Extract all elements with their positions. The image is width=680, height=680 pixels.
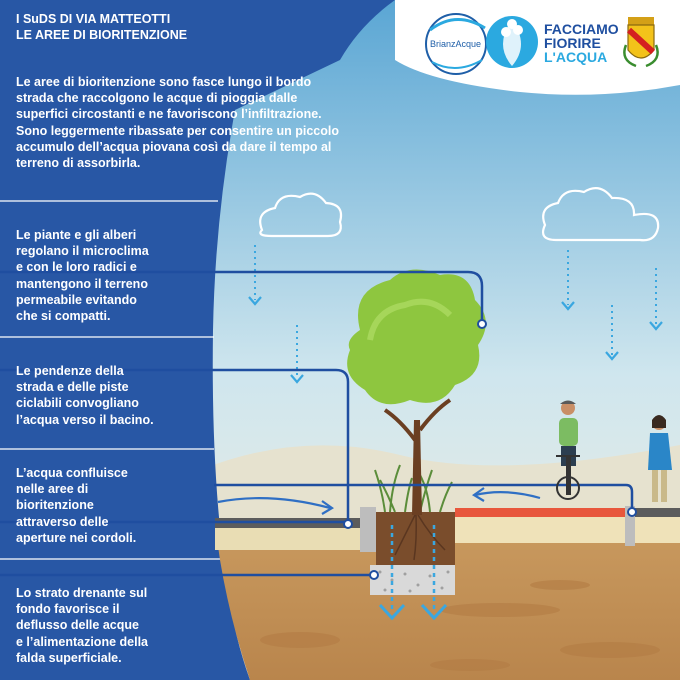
intro-paragraph: Le aree di bioritenzione sono fasce lung…	[16, 75, 339, 171]
bike-lane	[455, 508, 625, 517]
infiltration-arrows	[390, 525, 436, 610]
curb-left	[360, 507, 376, 552]
rain-arrowheads	[248, 296, 663, 384]
tree-roots	[394, 514, 446, 561]
sidewalk-base	[635, 517, 680, 543]
sidewalk	[635, 508, 680, 517]
campaign-title: FACCIAMO FIORIRE L'ACQUA	[544, 21, 619, 65]
soil-texture	[260, 580, 660, 671]
header-line-1: I SuDS DI VIA MATTEOTTI	[16, 12, 171, 26]
drainage-paragraph: Lo strato drenante sul fondo favorisce i…	[16, 586, 148, 665]
inflow-paragraph: L’acqua confluisce nelle aree di biorite…	[16, 466, 137, 545]
callout-dots	[343, 319, 637, 580]
flower-drop-icon	[486, 16, 538, 68]
panel-dividers	[0, 200, 222, 560]
background-hills	[200, 445, 680, 520]
callout-lines	[0, 270, 634, 577]
plants-paragraph: Le piante e gli alberi regolano il micro…	[16, 228, 149, 324]
curb-right	[625, 506, 635, 546]
brianzacque-logo	[425, 13, 487, 75]
tree-canopy	[347, 269, 486, 405]
rain-drops	[254, 245, 657, 378]
drainage-gravel	[370, 565, 455, 595]
bike-lane-base	[455, 517, 625, 543]
road-base	[215, 528, 375, 550]
infiltration-arrowheads	[378, 603, 448, 621]
water-flow-arrows	[217, 487, 541, 515]
info-panel	[0, 0, 395, 680]
tree-branch	[383, 408, 417, 442]
tree-highlight	[367, 298, 453, 341]
brianzacque-label: BrianzAcque	[430, 39, 482, 49]
tree-trunk	[412, 420, 422, 515]
tree-branch	[418, 398, 452, 432]
pedestrian-figure	[648, 415, 672, 502]
cloud-icon	[541, 187, 660, 242]
slopes-paragraph: Le pendenze della strada e delle piste c…	[16, 364, 154, 427]
cloud-icon	[259, 192, 343, 238]
gravel-texture	[378, 570, 450, 593]
cyclist-figure	[556, 400, 580, 500]
coat-of-arms-icon	[623, 17, 659, 68]
header-line-2: LE AREE DI BIORITENZIONE	[16, 28, 188, 42]
